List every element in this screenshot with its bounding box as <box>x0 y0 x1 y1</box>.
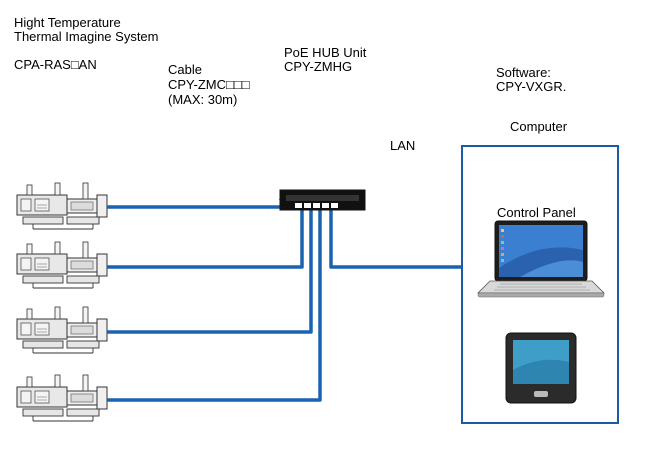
system-title-line2: Thermal Imagine System <box>14 29 159 44</box>
thermal-camera-2 <box>16 241 108 289</box>
computer-label: Computer <box>510 119 568 134</box>
lan-label: LAN <box>390 138 416 153</box>
cable-line-2 <box>107 207 304 269</box>
software-label: Software: <box>496 65 551 80</box>
hub-label: PoE HUB Unit <box>284 45 367 60</box>
hub-model: CPY-ZMHG <box>284 59 353 74</box>
lan-cable-line <box>329 207 462 269</box>
thermal-camera-3 <box>16 306 108 354</box>
poe-hub <box>278 189 366 211</box>
control-panel-label: Control Panel <box>497 205 576 220</box>
computer-frame <box>461 145 619 424</box>
cable-model: CPY-ZMC□□□ <box>168 77 250 92</box>
thermal-camera-4 <box>16 374 108 422</box>
cable-max-length: (MAX: 30m) <box>168 92 238 107</box>
cable-label: Cable <box>168 62 202 77</box>
thermal-camera-1 <box>16 182 108 230</box>
software-model: CPY-VXGR. <box>496 79 567 94</box>
cable-line-4 <box>107 207 322 402</box>
control-panel-tablet-icon <box>505 332 577 404</box>
cable-line-3 <box>107 207 313 334</box>
system-model: CPA-RAS□AN <box>14 57 97 72</box>
laptop-icon <box>477 220 605 298</box>
system-title-line1: Hight Temperature <box>14 15 121 30</box>
